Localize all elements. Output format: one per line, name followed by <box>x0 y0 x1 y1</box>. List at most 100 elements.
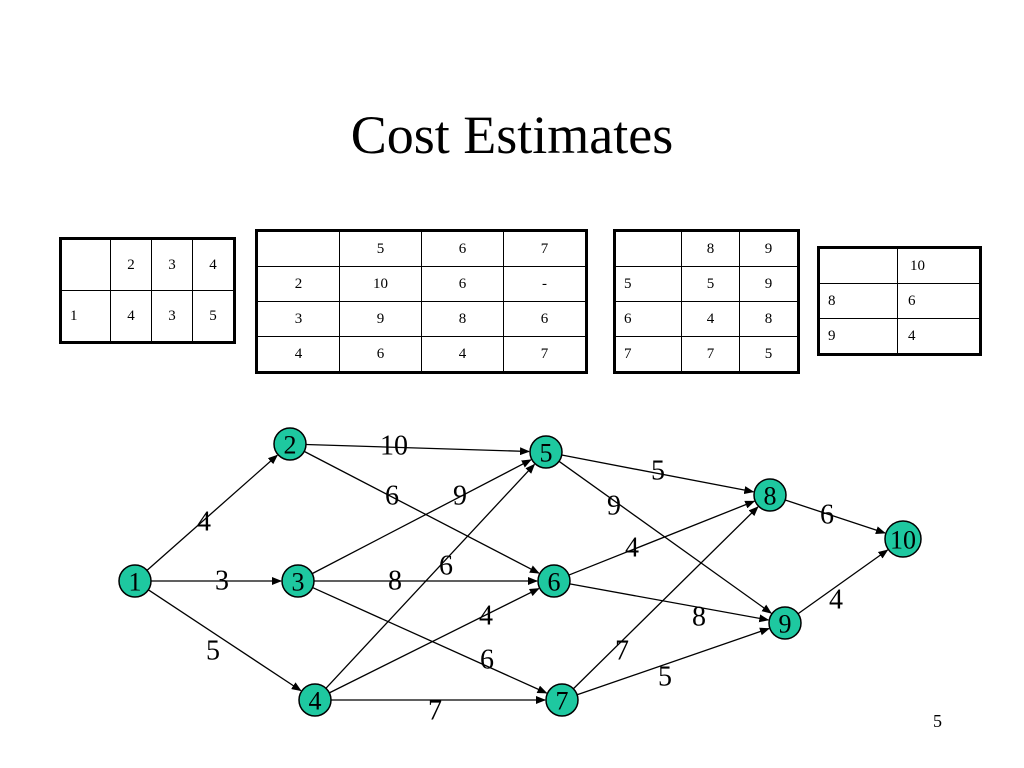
node-3: 3 <box>281 564 315 598</box>
table-cell: 7 <box>614 336 682 373</box>
node-5: 5 <box>529 435 563 469</box>
node-circle <box>281 564 315 598</box>
node-circle <box>273 427 307 461</box>
node-1: 1 <box>118 564 152 598</box>
edge-2-to-5 <box>305 443 531 456</box>
edge-cost-label: 5 <box>658 662 672 693</box>
node-circle <box>768 606 802 640</box>
page-number: 5 <box>933 711 942 731</box>
node-circle <box>545 683 579 717</box>
node-circle <box>884 520 922 558</box>
node-label: 5 <box>540 439 553 468</box>
table-cell: 7 <box>681 336 740 373</box>
table-cell: 2 <box>110 238 152 291</box>
table-cell: 4 <box>192 238 235 291</box>
edge-cost-label: 5 <box>651 456 665 487</box>
edge-cost-label: 4 <box>829 585 843 616</box>
node-label: 8 <box>764 482 777 511</box>
edge-cost-label: 9 <box>607 491 621 522</box>
node-7: 7 <box>545 683 579 717</box>
edge-cost-label: 4 <box>625 533 639 564</box>
node-label: 3 <box>292 568 305 597</box>
edge-5-to-8 <box>561 454 755 495</box>
node-circle <box>118 564 152 598</box>
edge-cost-label: 5 <box>206 636 220 667</box>
edge-cost-label: 6 <box>439 551 453 582</box>
node-circle <box>298 683 332 717</box>
edge-cost-label: 6 <box>480 645 494 676</box>
node-6: 6 <box>537 564 571 598</box>
edge-cost-label: 10 <box>380 431 408 462</box>
table-cell: 10 <box>897 247 981 284</box>
edge-9-to-10 <box>797 549 889 615</box>
table-cell: 8 <box>421 301 504 337</box>
table-cell: 5 <box>192 290 235 343</box>
table-cell: 6 <box>503 301 587 337</box>
table-cell: 7 <box>503 230 587 267</box>
node-label: 1 <box>129 568 142 597</box>
edge-cost-label: 3 <box>215 566 229 597</box>
node-4: 4 <box>298 683 332 717</box>
table-cell: 8 <box>681 230 740 267</box>
slide-title: Cost Estimates <box>350 105 674 165</box>
edge-3-to-7 <box>312 586 548 694</box>
edge-cost-label: 8 <box>692 602 706 633</box>
table-cell: 4 <box>256 336 340 373</box>
table-cell: 4 <box>110 290 152 343</box>
edge-cost-label: 6 <box>385 481 399 512</box>
edge-2-to-6 <box>303 450 540 574</box>
table-cell: 10 <box>339 266 422 302</box>
table-cell: - <box>503 266 587 302</box>
edge-cost-label: 9 <box>453 481 467 512</box>
edge-1-to-2 <box>146 454 279 571</box>
table-cell: 2 <box>256 266 340 302</box>
node-circle <box>753 478 787 512</box>
edge-7-to-9 <box>576 627 770 696</box>
table-cell: 4 <box>897 318 981 355</box>
table-cell: 6 <box>421 230 504 267</box>
edge-cost-label: 4 <box>479 601 493 632</box>
node-label: 7 <box>556 687 569 716</box>
node-8: 8 <box>753 478 787 512</box>
node-circle <box>529 435 563 469</box>
table-cell <box>256 230 340 267</box>
table-cell: 5 <box>739 336 799 373</box>
table-cell: 6 <box>339 336 422 373</box>
node-label: 2 <box>284 431 297 460</box>
node-label: 10 <box>890 526 916 555</box>
table-cell <box>614 230 682 267</box>
node-2: 2 <box>273 427 307 461</box>
edge-4-to-6 <box>329 587 540 694</box>
edge-cost-label: 4 <box>197 507 211 538</box>
edge-3-to-5 <box>311 459 532 575</box>
node-label: 4 <box>309 687 322 716</box>
edge-8-to-10 <box>784 499 886 535</box>
node-9: 9 <box>768 606 802 640</box>
edge-6-to-9 <box>569 583 770 623</box>
edge-cost-label: 6 <box>820 500 834 531</box>
node-circle <box>537 564 571 598</box>
node-label: 6 <box>548 568 561 597</box>
edge-6-to-8 <box>568 500 756 576</box>
edge-4-to-5 <box>325 463 536 689</box>
edge-7-to-8 <box>572 506 759 690</box>
node-label: 9 <box>779 610 792 639</box>
edge-cost-label: 7 <box>428 696 442 727</box>
table-cell: 1 <box>60 290 111 343</box>
edge-cost-label: 8 <box>388 566 402 597</box>
node-10: 10 <box>884 520 922 558</box>
